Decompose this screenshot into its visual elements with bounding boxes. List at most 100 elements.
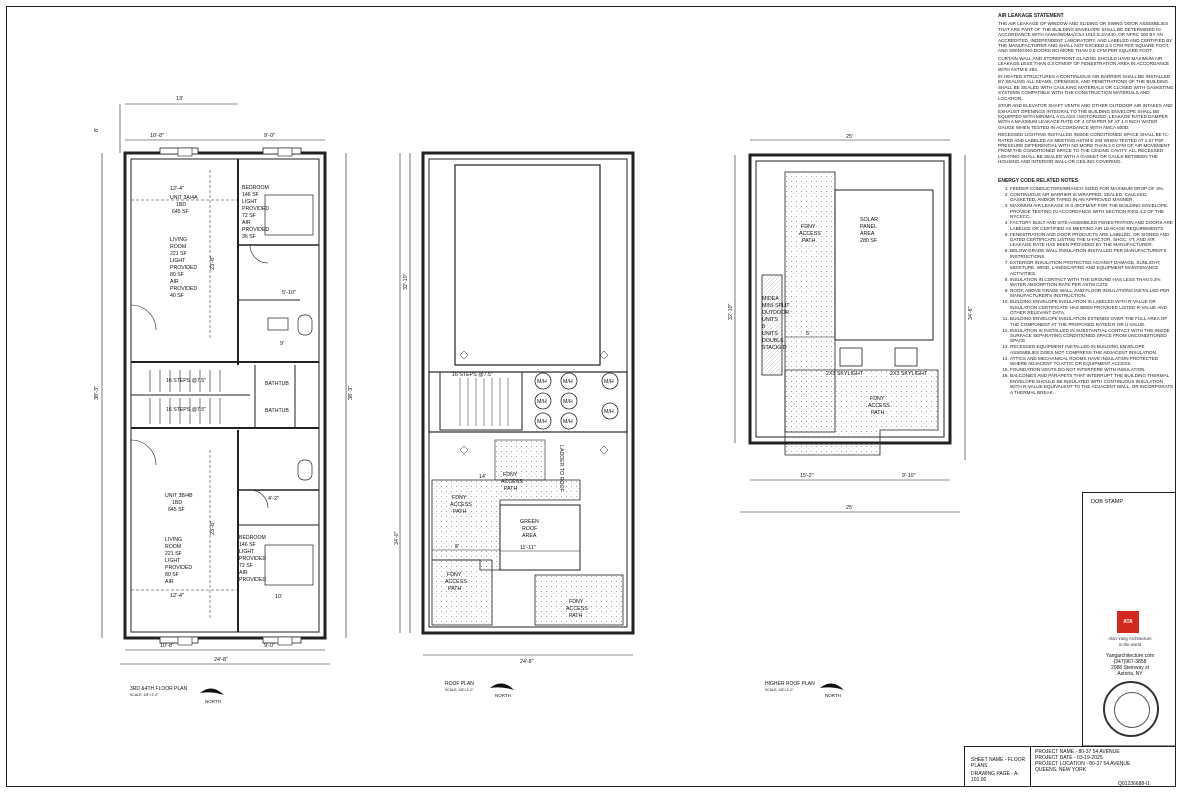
svg-text:M/H: M/H [604,379,614,385]
svg-text:AREA: AREA [860,231,875,237]
roof-dim-left-2: 34'-0" [394,531,400,545]
svg-text:PROVIDED: PROVIDED [239,556,266,562]
title-block: SHEET NAME - FLOOR PLANS DRAWING PAGE - … [964,746,1176,787]
bedroom-top-label: BEDROOM [242,185,269,191]
roof-dim-left: 32'-10" [403,273,409,290]
higher-roof-outline [454,164,601,366]
firm-logo: ATA [1117,611,1139,633]
svg-text:ACCESS: ACCESS [501,479,523,485]
svg-text:PROVIDED: PROVIDED [170,265,197,271]
solar-label: SOLAR [860,217,878,223]
svg-text:ACCESS: ACCESS [445,579,467,585]
higher-roof-plan [734,139,966,513]
bedroom-bottom-label: BEDROOM [239,535,266,541]
svg-text:ACCESS: ACCESS [450,502,472,508]
skylight-2 [894,347,918,367]
air-leakage-title: AIR LEAKAGE STATEMENT [998,13,1064,19]
svg-text:M/H: M/H [563,399,573,405]
roof-plan-title: ROOF PLAN [445,681,474,687]
dim-23-top: 23'-8" [210,256,216,270]
fdny-4-label: FDNY [569,599,584,605]
dim-10: 10' [275,594,282,600]
svg-text:PROVIDED: PROVIDED [165,565,192,571]
svg-text:80 SF: 80 SF [170,272,184,278]
energy-notes-title: ENERGY CODE RELATED NOTES [998,177,1079,184]
air-note-1: THE AIR LEAKAGE OF WINDOW AND SLIDING OR… [998,21,1173,54]
svg-text:AIR: AIR [165,579,174,585]
svg-text:645 SF: 645 SF [168,507,185,513]
general-notes: AIR LEAKAGE STATEMENT THE AIR LEAKAGE OF… [998,13,1174,396]
energy-note: BUILDING ENVELOPE INSULATION IS LABELED … [1010,299,1174,315]
energy-note: CONTINUOUS AIR BARRIER IS WRAPPED, SEALE… [1010,192,1174,203]
firm-phone: (347)967-3858 [1113,659,1147,665]
hr-dim-bottom: 25' [846,505,853,511]
energy-note: RECESSED EQUIPMENT INSTALLED IN BUILDING… [1010,344,1174,355]
architect-seal-icon [1103,681,1159,737]
floor-plan-outer-wall [123,151,327,640]
dim-bottom-left: 10'-8" [160,643,174,649]
dim-right-depth: 38'-3" [348,386,354,400]
firm-name: Alan Yang Architecture [1108,636,1152,641]
svg-text:1BD: 1BD [176,202,186,208]
svg-text:LIGHT: LIGHT [242,199,258,205]
svg-text:ACCESS: ACCESS [868,403,890,409]
hr-fdny-2-label: FDNY [870,396,885,402]
drawing-page: DRAWING PAGE - A-101.00 [971,771,1020,783]
svg-text:AREA: AREA [522,533,537,539]
firm-website[interactable]: Yangarchitecture.com [1105,653,1155,659]
roof-dim-14: 14' [479,474,486,480]
svg-text:M/H: M/H [537,399,547,405]
drawing-sheet-border [6,6,1176,787]
air-note-4: STAIR AND ELEVATOR SHAFT VENTS AND OTHER… [998,103,1173,130]
stairs-label-1: 16 STEPS @7.5" [166,378,206,384]
living-top-label: LIVING [170,237,187,243]
roof-plan [399,151,635,656]
title-block-sheet-info: SHEET NAME - FLOOR PLANS DRAWING PAGE - … [965,747,1031,787]
svg-text:8: 8 [762,324,765,330]
svg-text:SCALE: 1/8"=1'-0": SCALE: 1/8"=1'-0" [445,688,474,692]
svg-text:LIGHT: LIGHT [170,258,186,264]
svg-text:221 SF: 221 SF [170,251,187,257]
svg-text:AIR: AIR [242,220,251,226]
svg-text:OUTDOOR: OUTDOOR [762,310,789,316]
midea-units [761,274,783,376]
dim-12-4-top: 12'-4" [170,186,184,192]
svg-text:SCALE: 1/8"=1'-0": SCALE: 1/8"=1'-0" [765,688,794,692]
svg-text:STACKED: STACKED [762,345,787,351]
title-block-project-info: PROJECT NAME - 80-37 54 AVENUE PROJECT D… [1035,749,1130,773]
dim-top-left: 10'-8" [150,133,164,139]
svg-text:80 SF: 80 SF [165,572,179,578]
dim-bottom-total: 24'-8" [214,657,228,663]
energy-note: ATTICS AND MECHANICAL ROOMS HAVE INSULAT… [1010,356,1174,367]
svg-text:72 SF: 72 SF [239,563,253,569]
plan-titles: 3RD &4TH FLOOR PLAN SCALE: 1/8"=1'-0" RO… [130,681,815,697]
dim-12-4-bottom: 12'-4" [170,593,184,599]
floor-plan-room-labels: UNIT 3A/4A 1BD 645 SF LIVING ROOM 221 SF… [165,185,289,585]
svg-text:146 SF: 146 SF [242,192,259,198]
floor-plan-title: 3RD &4TH FLOOR PLAN [130,686,188,692]
svg-text:36 SF: 36 SF [242,234,256,240]
svg-text:AIR: AIR [239,570,248,576]
unit-top-label: UNIT 3A/4A [170,195,198,201]
project-location: PROJECT LOCATION - 80-37 54 AVENUE [1035,761,1131,767]
svg-text:M/H: M/H [563,379,573,385]
roof-plan-outer-wall [421,151,635,635]
fdny-1-label: FDNY [503,472,518,478]
energy-note: BUILDING ENVELOPE INSULATION EXTENDS OVE… [1010,316,1174,327]
energy-note: EXTERIOR INSULATION PROTECTED AGAINST DA… [1010,260,1174,276]
svg-text:PANEL: PANEL [860,224,877,230]
svg-text:SCALE: 1/8"=1'-0": SCALE: 1/8"=1'-0" [130,693,159,697]
unit-bottom-label: UNIT 3B/4B [165,493,193,499]
svg-text:645 SF: 645 SF [172,209,189,215]
dim-23-bottom: 23'-8" [210,521,216,535]
svg-text:40 SF: 40 SF [170,293,184,299]
air-note-5: RECESSED LIGHTING INSTALLED INSIDE CONDI… [998,132,1170,165]
svg-text:ROOM: ROOM [165,544,181,550]
svg-text:DOUBLE: DOUBLE [762,338,784,344]
energy-note: FEEDER CONDUCTORS/BRANCH SIZED FOR MAXIM… [1010,186,1174,191]
svg-text:LIGHT: LIGHT [239,549,255,555]
svg-text:M/H: M/H [604,409,614,415]
skylight-2-label: 2X3 SKYLIGHT [890,371,928,377]
svg-text:PATH: PATH [504,486,518,492]
svg-text:72 SF: 72 SF [242,213,256,219]
